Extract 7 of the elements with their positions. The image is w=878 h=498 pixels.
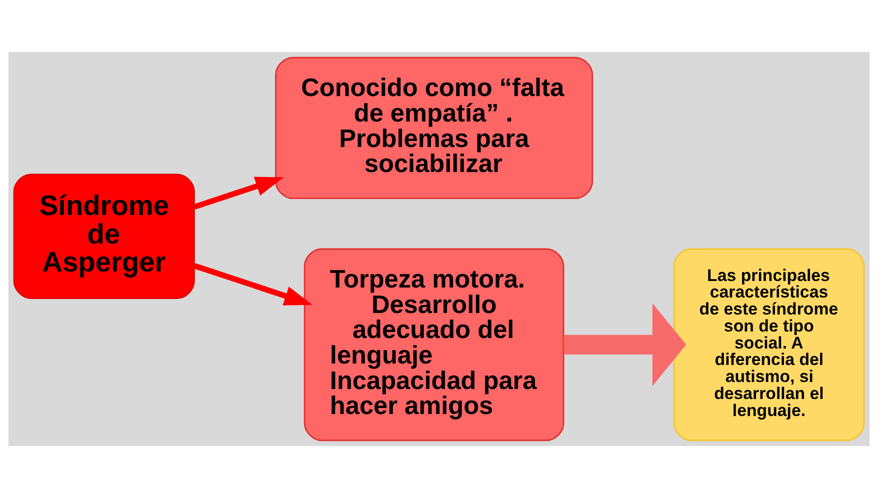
- node-box: Conocido como “falta de empatía” . Problemas para sociabilizar: [275, 56, 594, 200]
- arrow: [194, 263, 313, 306]
- node-box: Torpeza motora. Desarrollo adecuado del lenguaje Incapacidad para hacer amigos: [304, 248, 564, 442]
- arrow: [194, 176, 284, 210]
- node-box: Las principales características de este síndrome son de tipo social. A diferencia del autismo, si desarrollan el lenguaje.: [673, 248, 865, 442]
- node-box: Síndrome de Asperger: [13, 174, 195, 299]
- arrow: [564, 303, 686, 386]
